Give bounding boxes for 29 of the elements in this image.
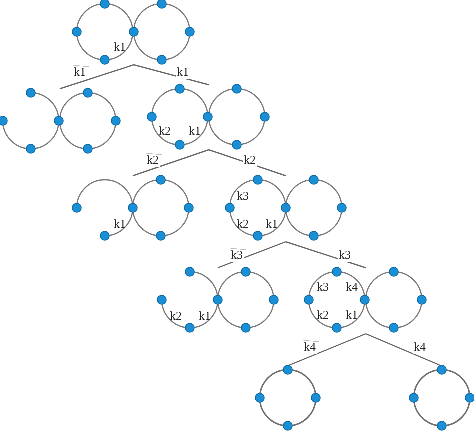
tree-branch-line [288,333,366,367]
tree-branch-line [134,64,210,86]
edge-weight-label: k4 [346,281,358,293]
edge-weight-label: k1 [114,41,126,53]
edge-weight-label: k1 [189,125,201,137]
edge-weight-label: k2 [159,125,171,137]
edge-weight-label: k2 [170,310,182,322]
tree-branch-line [286,241,366,269]
edge-label: k̅2̅ [146,153,160,167]
edge-weight-label: k2 [237,218,249,230]
tree-branch-line [218,241,286,269]
edge-weight-label: k1 [266,218,278,230]
tree-branch-line [366,333,442,367]
edge-weight-label: k3 [237,190,249,202]
tree-branch-line [60,64,134,90]
edge-label: k2 [243,153,257,167]
edge-label: k̅3̅ [230,248,244,262]
edge-label: k̅1̅ [73,65,87,79]
tree-branch-line [132,149,210,177]
edge-label: k3 [338,248,352,262]
tree-branch-line [208,149,286,177]
edge-weight-label: k3 [317,281,329,293]
edge-label: k̅4̅ [303,340,317,354]
edge-weight-label: k1 [199,310,211,322]
edge-weight-label: k2 [317,309,329,321]
edge-label: k4 [413,340,427,354]
edge-label: k1 [176,65,190,79]
edge-weight-label: k1 [114,218,126,230]
edge-weight-label: k1 [346,309,358,321]
